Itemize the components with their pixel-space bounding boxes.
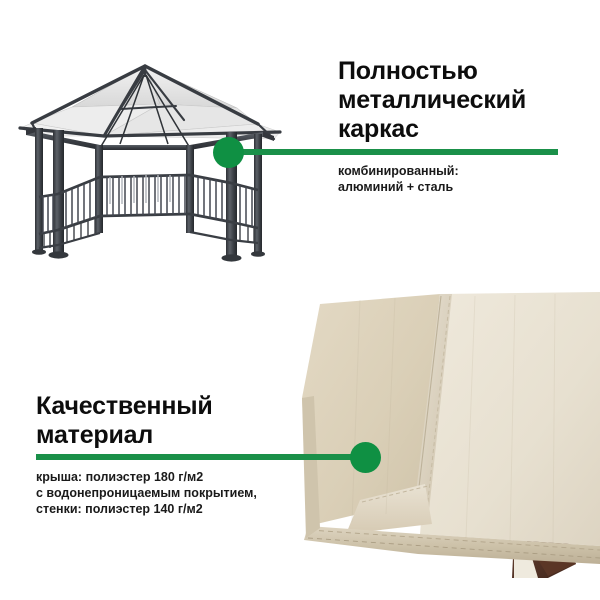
canopy-left-hem bbox=[302, 396, 320, 538]
canopy-hem-band bbox=[304, 526, 600, 564]
gazebo-illustration bbox=[8, 44, 308, 272]
feature-subtitle-frame: комбинированный: алюминий + сталь bbox=[338, 164, 459, 194]
feature-title-frame: Полностью металлический каркас bbox=[338, 57, 526, 143]
gazebo-base-feet bbox=[32, 249, 265, 262]
frame-callout-line bbox=[228, 149, 558, 155]
gazebo-tension-rods bbox=[99, 74, 191, 149]
gazebo-roof-ridges bbox=[18, 64, 282, 141]
canopy-panel-left bbox=[302, 294, 440, 526]
canopy-illustration bbox=[300, 288, 600, 578]
gazebo-railing bbox=[38, 173, 259, 250]
material-callout-dot bbox=[350, 442, 381, 473]
feature-subtitle-material: крыша: полиэстер 180 г/м2 с водонепрониц… bbox=[36, 470, 257, 516]
material-rule bbox=[36, 454, 366, 460]
canopy-panel-right bbox=[420, 292, 600, 546]
feature-title-material: Качественный материал bbox=[36, 392, 213, 449]
canopy-diagonal-seam bbox=[412, 294, 452, 526]
frame-callout-dot bbox=[213, 137, 244, 168]
canopy-corner-gusset bbox=[346, 484, 432, 534]
